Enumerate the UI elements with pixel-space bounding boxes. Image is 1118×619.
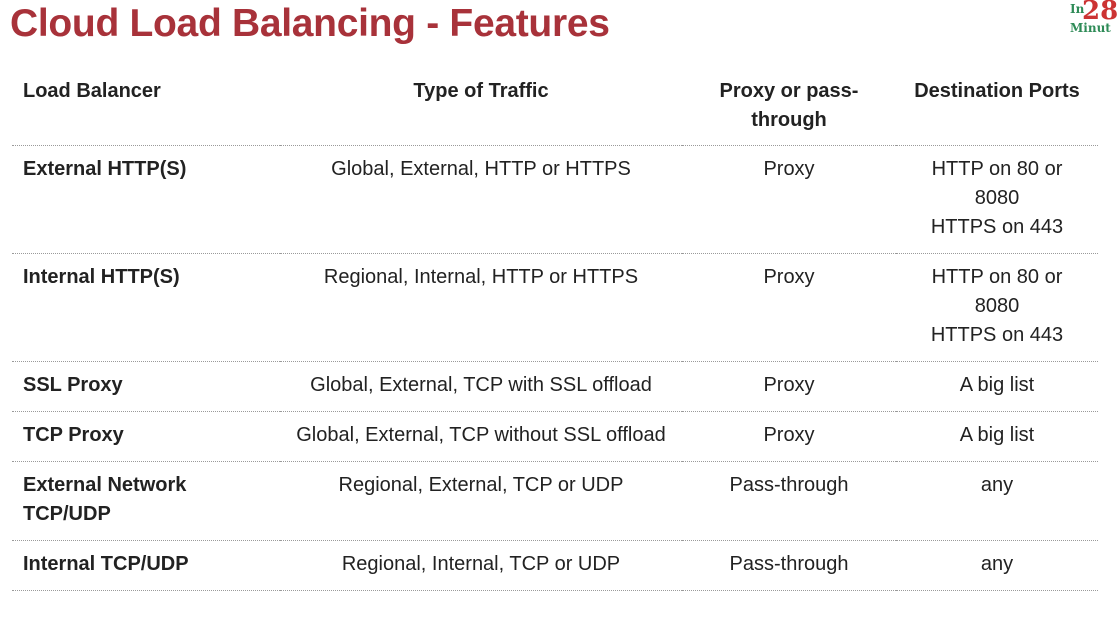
page-title: Cloud Load Balancing - Features xyxy=(10,2,610,45)
cell-destination-ports: any xyxy=(980,474,1014,496)
header-type-of-traffic: Type of Traffic xyxy=(413,80,549,102)
cell-load-balancer: External Network TCP/UDP xyxy=(23,474,187,525)
cell-destination-ports: any xyxy=(980,553,1014,575)
cell-destination-ports: A big list xyxy=(959,424,1035,446)
cell-type-of-traffic: Global, External, TCP without SSL offloa… xyxy=(296,424,666,446)
logo-suffix: Minut xyxy=(1070,21,1111,35)
cell-type-of-traffic: Regional, Internal, HTTP or HTTPS xyxy=(323,266,639,288)
in28minutes-logo: In 28 Minut xyxy=(1068,0,1118,40)
header-destination-ports: Destination Ports xyxy=(914,80,1080,102)
cell-load-balancer: Internal HTTP(S) xyxy=(23,266,180,288)
logo-number: 28 xyxy=(1082,0,1118,26)
cell-type-of-traffic: Global, External, TCP with SSL offload xyxy=(310,374,652,396)
table-header-row: Load Balancer Type of Traffic Proxy or p… xyxy=(12,73,1098,146)
cell-proxy-mode: Proxy xyxy=(763,424,815,446)
cell-load-balancer: Internal TCP/UDP xyxy=(23,553,189,575)
cell-proxy-mode: Proxy xyxy=(763,158,815,180)
cell-proxy-mode: Pass-through xyxy=(729,474,849,496)
logo-prefix: In xyxy=(1070,2,1085,16)
cell-load-balancer: TCP Proxy xyxy=(23,424,124,446)
table-row: SSL Proxy Global, External, TCP with SSL… xyxy=(12,362,1098,412)
table-row: External HTTP(S) Global, External, HTTP … xyxy=(12,146,1098,254)
cell-load-balancer: External HTTP(S) xyxy=(23,158,187,180)
table-row: TCP Proxy Global, External, TCP without … xyxy=(12,412,1098,462)
cell-destination-ports: HTTP on 80 or 8080 HTTPS on 443 xyxy=(930,266,1064,346)
cell-proxy-mode: Proxy xyxy=(763,266,815,288)
cell-type-of-traffic: Regional, External, TCP or UDP xyxy=(338,474,624,496)
table-row: Internal TCP/UDP Regional, Internal, TCP… xyxy=(12,541,1098,591)
cell-load-balancer: SSL Proxy xyxy=(23,374,123,396)
table-row: External Network TCP/UDP Regional, Exter… xyxy=(12,462,1098,541)
cell-destination-ports: HTTP on 80 or 8080 HTTPS on 443 xyxy=(930,158,1064,238)
cell-proxy-mode: Proxy xyxy=(763,374,815,396)
cell-destination-ports: A big list xyxy=(959,374,1035,396)
table-row: Internal HTTP(S) Regional, Internal, HTT… xyxy=(12,254,1098,362)
header-proxy-or-pass-through: Proxy or pass-through xyxy=(719,80,859,131)
features-table: Load Balancer Type of Traffic Proxy or p… xyxy=(12,73,1098,591)
cell-type-of-traffic: Regional, Internal, TCP or UDP xyxy=(341,553,621,575)
cell-proxy-mode: Pass-through xyxy=(729,553,849,575)
header-load-balancer: Load Balancer xyxy=(23,80,161,102)
cell-type-of-traffic: Global, External, HTTP or HTTPS xyxy=(331,158,631,180)
